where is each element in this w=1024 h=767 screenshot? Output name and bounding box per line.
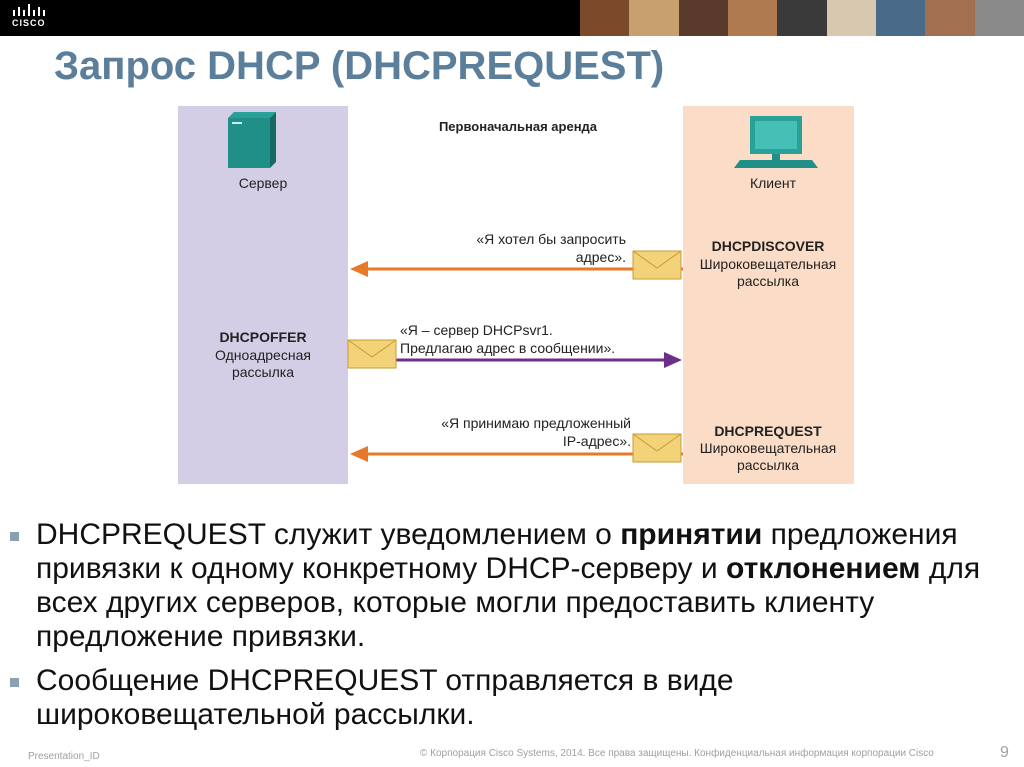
bullet-item: DHCPREQUEST служит уведомлением о принят… (10, 518, 1010, 654)
request-quote-line1: «Я принимаю предложенный (441, 415, 631, 431)
bullet-text: предложения привязки к одному конкретном… (36, 518, 958, 585)
bullet-text: Сообщение DHCPREQUEST отправляется в вид… (36, 664, 734, 731)
offer-type: DHCPOFFER (219, 329, 306, 345)
bullet-marker (10, 532, 19, 541)
photo-strip (580, 0, 1024, 36)
offer-mode-line2: рассылка (232, 364, 294, 380)
offer-envelope-icon (347, 339, 397, 369)
bullet-text: для всех других серверов, которые могли … (36, 552, 981, 653)
client-label: Клиент (750, 175, 797, 191)
client-computer-icon (734, 116, 818, 168)
slide-title: Запрос DHCP (DHCPREQUEST) (54, 44, 665, 88)
footer-presentation-id: Presentation_ID (28, 751, 100, 762)
discover-quote-line1: «Я хотел бы запросить (476, 231, 626, 247)
discover-mode-line1: Широковещательная (700, 256, 837, 272)
logo-text: CISCO (12, 18, 46, 28)
bullet-list: DHCPREQUEST служит уведомлением о принят… (10, 518, 1010, 742)
photo-tile (925, 0, 975, 36)
request-mode-line2: рассылка (737, 457, 799, 473)
server-icon (228, 112, 276, 168)
offer-quote-line2: Предлагаю адрес в сообщении». (400, 340, 615, 356)
server-label: Сервер (239, 175, 288, 191)
photo-tile (777, 0, 827, 36)
offer-quote-line1: «Я – сервер DHCPsvr1. (400, 322, 553, 338)
bullet-bold-text: отклонением (725, 552, 921, 585)
page-number: 9 (1000, 744, 1009, 761)
request-quote-line2: IP-адрес». (563, 433, 631, 449)
top-banner: CISCO (0, 0, 1024, 36)
photo-tile (629, 0, 679, 36)
discover-mode-line2: рассылка (737, 273, 799, 289)
bullet-marker (10, 678, 19, 687)
request-envelope-icon (632, 433, 682, 463)
request-mode-line1: Широковещательная (700, 440, 837, 456)
photo-tile (727, 0, 778, 36)
offer-arrowhead (664, 352, 682, 368)
request-type: DHCPREQUEST (714, 423, 822, 439)
discover-quote-line2: адрес». (576, 249, 626, 265)
offer-mode-line1: Одноадресная (215, 347, 311, 363)
discover-arrowhead (350, 261, 368, 277)
dhcp-sequence-diagram: Первоначальная аренда Сервер Клиент «Я х… (178, 106, 854, 484)
discover-type: DHCPDISCOVER (712, 238, 825, 254)
photo-tile (826, 0, 876, 36)
request-arrowhead (350, 446, 368, 462)
bullet-text: DHCPREQUEST служит уведомлением о (36, 518, 621, 551)
discover-envelope-icon (632, 250, 682, 280)
footer-copyright: © Корпорация Cisco Systems, 2014. Все пр… (420, 748, 934, 759)
client-column (683, 106, 854, 484)
diagram-heading: Первоначальная аренда (439, 119, 598, 134)
photo-tile (678, 0, 728, 36)
cisco-logo-icon (13, 4, 45, 16)
bullet-item: Сообщение DHCPREQUEST отправляется в вид… (10, 664, 1010, 732)
photo-tile (580, 0, 630, 36)
bullet-bold-text: принятии (620, 518, 763, 551)
photo-tile (875, 0, 926, 36)
photo-tile (974, 0, 1024, 36)
server-column (178, 106, 348, 484)
